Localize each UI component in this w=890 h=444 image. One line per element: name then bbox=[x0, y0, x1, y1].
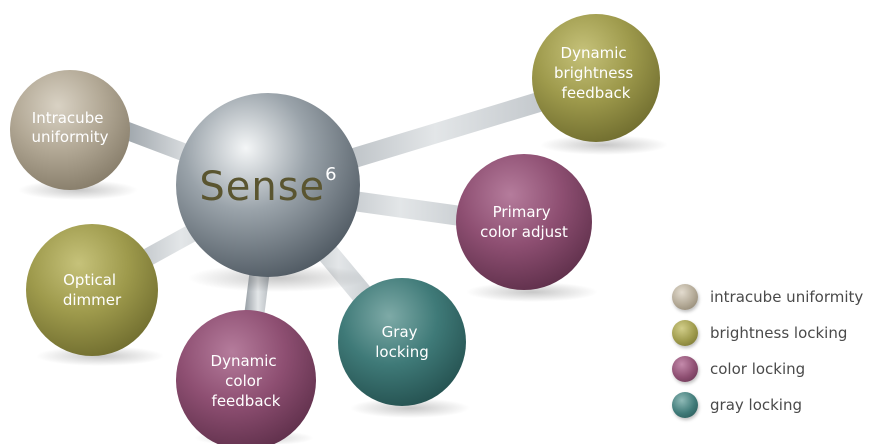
node-optical-dimmer-label-2: dimmer bbox=[63, 291, 122, 309]
node-gray-locking-sphere bbox=[338, 278, 466, 406]
legend-item-intracube: intracube uniformity bbox=[672, 279, 863, 315]
legend-item-gray: gray locking bbox=[672, 387, 863, 423]
node-intracube-label-1: Intracube bbox=[32, 109, 104, 127]
node-dynamic-brightness-sphere bbox=[532, 14, 660, 142]
node-primary-color-sphere bbox=[456, 154, 592, 290]
node-dynamic-brightness-label-3: feedback bbox=[562, 84, 631, 102]
node-primary-color-label-1: Primary bbox=[493, 203, 551, 221]
svg-text:Sense6: Sense6 bbox=[199, 164, 336, 210]
node-dynamic-color-label-2: color bbox=[225, 372, 263, 390]
node-dynamic-brightness-label-2: brightness bbox=[554, 64, 633, 82]
legend-label-intracube: intracube uniformity bbox=[710, 288, 864, 306]
svg-text:Optical dimmer: Optical dimmer bbox=[63, 271, 122, 309]
node-intracube: Intracube uniformity bbox=[10, 70, 138, 200]
legend-item-color: color locking bbox=[672, 351, 863, 387]
node-gray-locking-label-2: locking bbox=[375, 343, 428, 361]
node-gray-locking-label-1: Gray bbox=[382, 323, 418, 341]
node-optical-dimmer-label-1: Optical bbox=[63, 271, 116, 289]
svg-text:Dynamic brightness: Dynamic brightness feedback bbox=[554, 44, 638, 102]
node-dynamic-brightness-label-1: Dynamic bbox=[561, 44, 627, 62]
node-intracube-label-2: uniformity bbox=[31, 128, 108, 146]
node-dynamic-color-sphere bbox=[176, 310, 316, 444]
node-dynamic-brightness: Dynamic brightness feedback bbox=[532, 14, 668, 155]
node-primary-color: Primary color adjust bbox=[456, 154, 598, 302]
node-dynamic-color-label-3: feedback bbox=[212, 392, 281, 410]
svg-text:Primary color adjust: Primary color adjust bbox=[480, 203, 568, 241]
node-optical-dimmer: Optical dimmer bbox=[26, 224, 164, 366]
center-title-superscript: 6 bbox=[325, 164, 336, 185]
center-title: Sense bbox=[199, 164, 325, 210]
center-node: Sense6 bbox=[176, 93, 368, 292]
legend-item-brightness: brightness locking bbox=[672, 315, 863, 351]
node-primary-color-label-2: color adjust bbox=[480, 223, 568, 241]
svg-text:Gray locking: Gray locking bbox=[375, 323, 428, 361]
legend-label-gray: gray locking bbox=[710, 396, 802, 414]
legend-label-brightness: brightness locking bbox=[710, 324, 848, 342]
legend-swatch-brightness bbox=[672, 320, 698, 346]
legend-swatch-color bbox=[672, 356, 698, 382]
node-intracube-sphere bbox=[10, 70, 130, 190]
legend: intracube uniformity brightness locking … bbox=[672, 279, 863, 423]
node-dynamic-color: Dynamic color feedback bbox=[176, 310, 316, 444]
node-dynamic-color-label-1: Dynamic bbox=[211, 352, 277, 370]
node-gray-locking: Gray locking bbox=[338, 278, 470, 418]
legend-label-color: color locking bbox=[710, 360, 806, 378]
center-sphere bbox=[176, 93, 360, 277]
node-optical-dimmer-sphere bbox=[26, 224, 158, 356]
legend-swatch-gray bbox=[672, 392, 698, 418]
svg-text:Intracube uniformity: Intracube uniformity bbox=[31, 109, 108, 146]
legend-swatch-intracube bbox=[672, 284, 698, 310]
svg-text:Dynamic color feed: Dynamic color feedback bbox=[211, 352, 282, 410]
